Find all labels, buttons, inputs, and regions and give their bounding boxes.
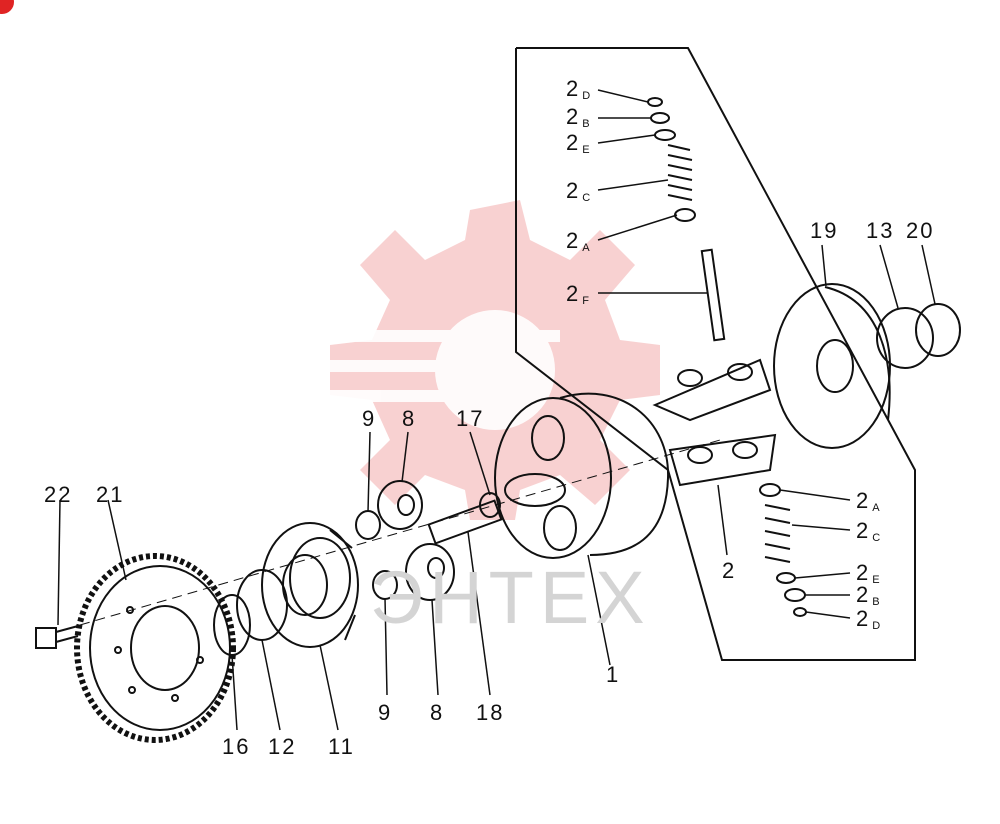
weight-8b <box>405 543 455 601</box>
flange-11 <box>261 522 359 648</box>
label-9-top: 9 <box>362 406 377 431</box>
label-2: 2 <box>722 558 737 583</box>
ring-13 <box>876 307 934 369</box>
label-8-top: 8 <box>402 406 417 431</box>
label-17: 17 <box>456 406 485 431</box>
label-13: 13 <box>866 218 895 243</box>
housing-1 <box>494 392 670 559</box>
weights-2 <box>652 358 777 487</box>
leader-lines <box>57 89 936 731</box>
label-19: 19 <box>810 218 839 243</box>
watermark-text: ЭНТЕХ <box>370 556 651 639</box>
spring-stack-bottom <box>759 483 807 617</box>
watermark-stripes <box>300 310 560 430</box>
label-9-bottom: 9 <box>378 700 393 725</box>
gear-21 <box>74 553 236 743</box>
label-20: 20 <box>906 218 935 243</box>
label-11: 11 <box>328 734 355 759</box>
part-outlines <box>35 47 961 743</box>
label-1: 1 <box>606 662 621 687</box>
spring-stack-top <box>647 97 726 342</box>
label-8-bottom: 8 <box>430 700 445 725</box>
callout-box <box>515 47 916 661</box>
disc-19 <box>773 283 891 449</box>
washer-9a <box>355 510 381 540</box>
label-21: 21 <box>96 482 125 507</box>
label-16: 16 <box>222 734 251 759</box>
label-22: 22 <box>44 482 73 507</box>
snap-ring-20 <box>915 303 961 357</box>
bolt-22 <box>35 625 79 649</box>
label-12: 12 <box>268 734 297 759</box>
weight-8a <box>377 480 423 530</box>
label-18: 18 <box>476 700 505 725</box>
